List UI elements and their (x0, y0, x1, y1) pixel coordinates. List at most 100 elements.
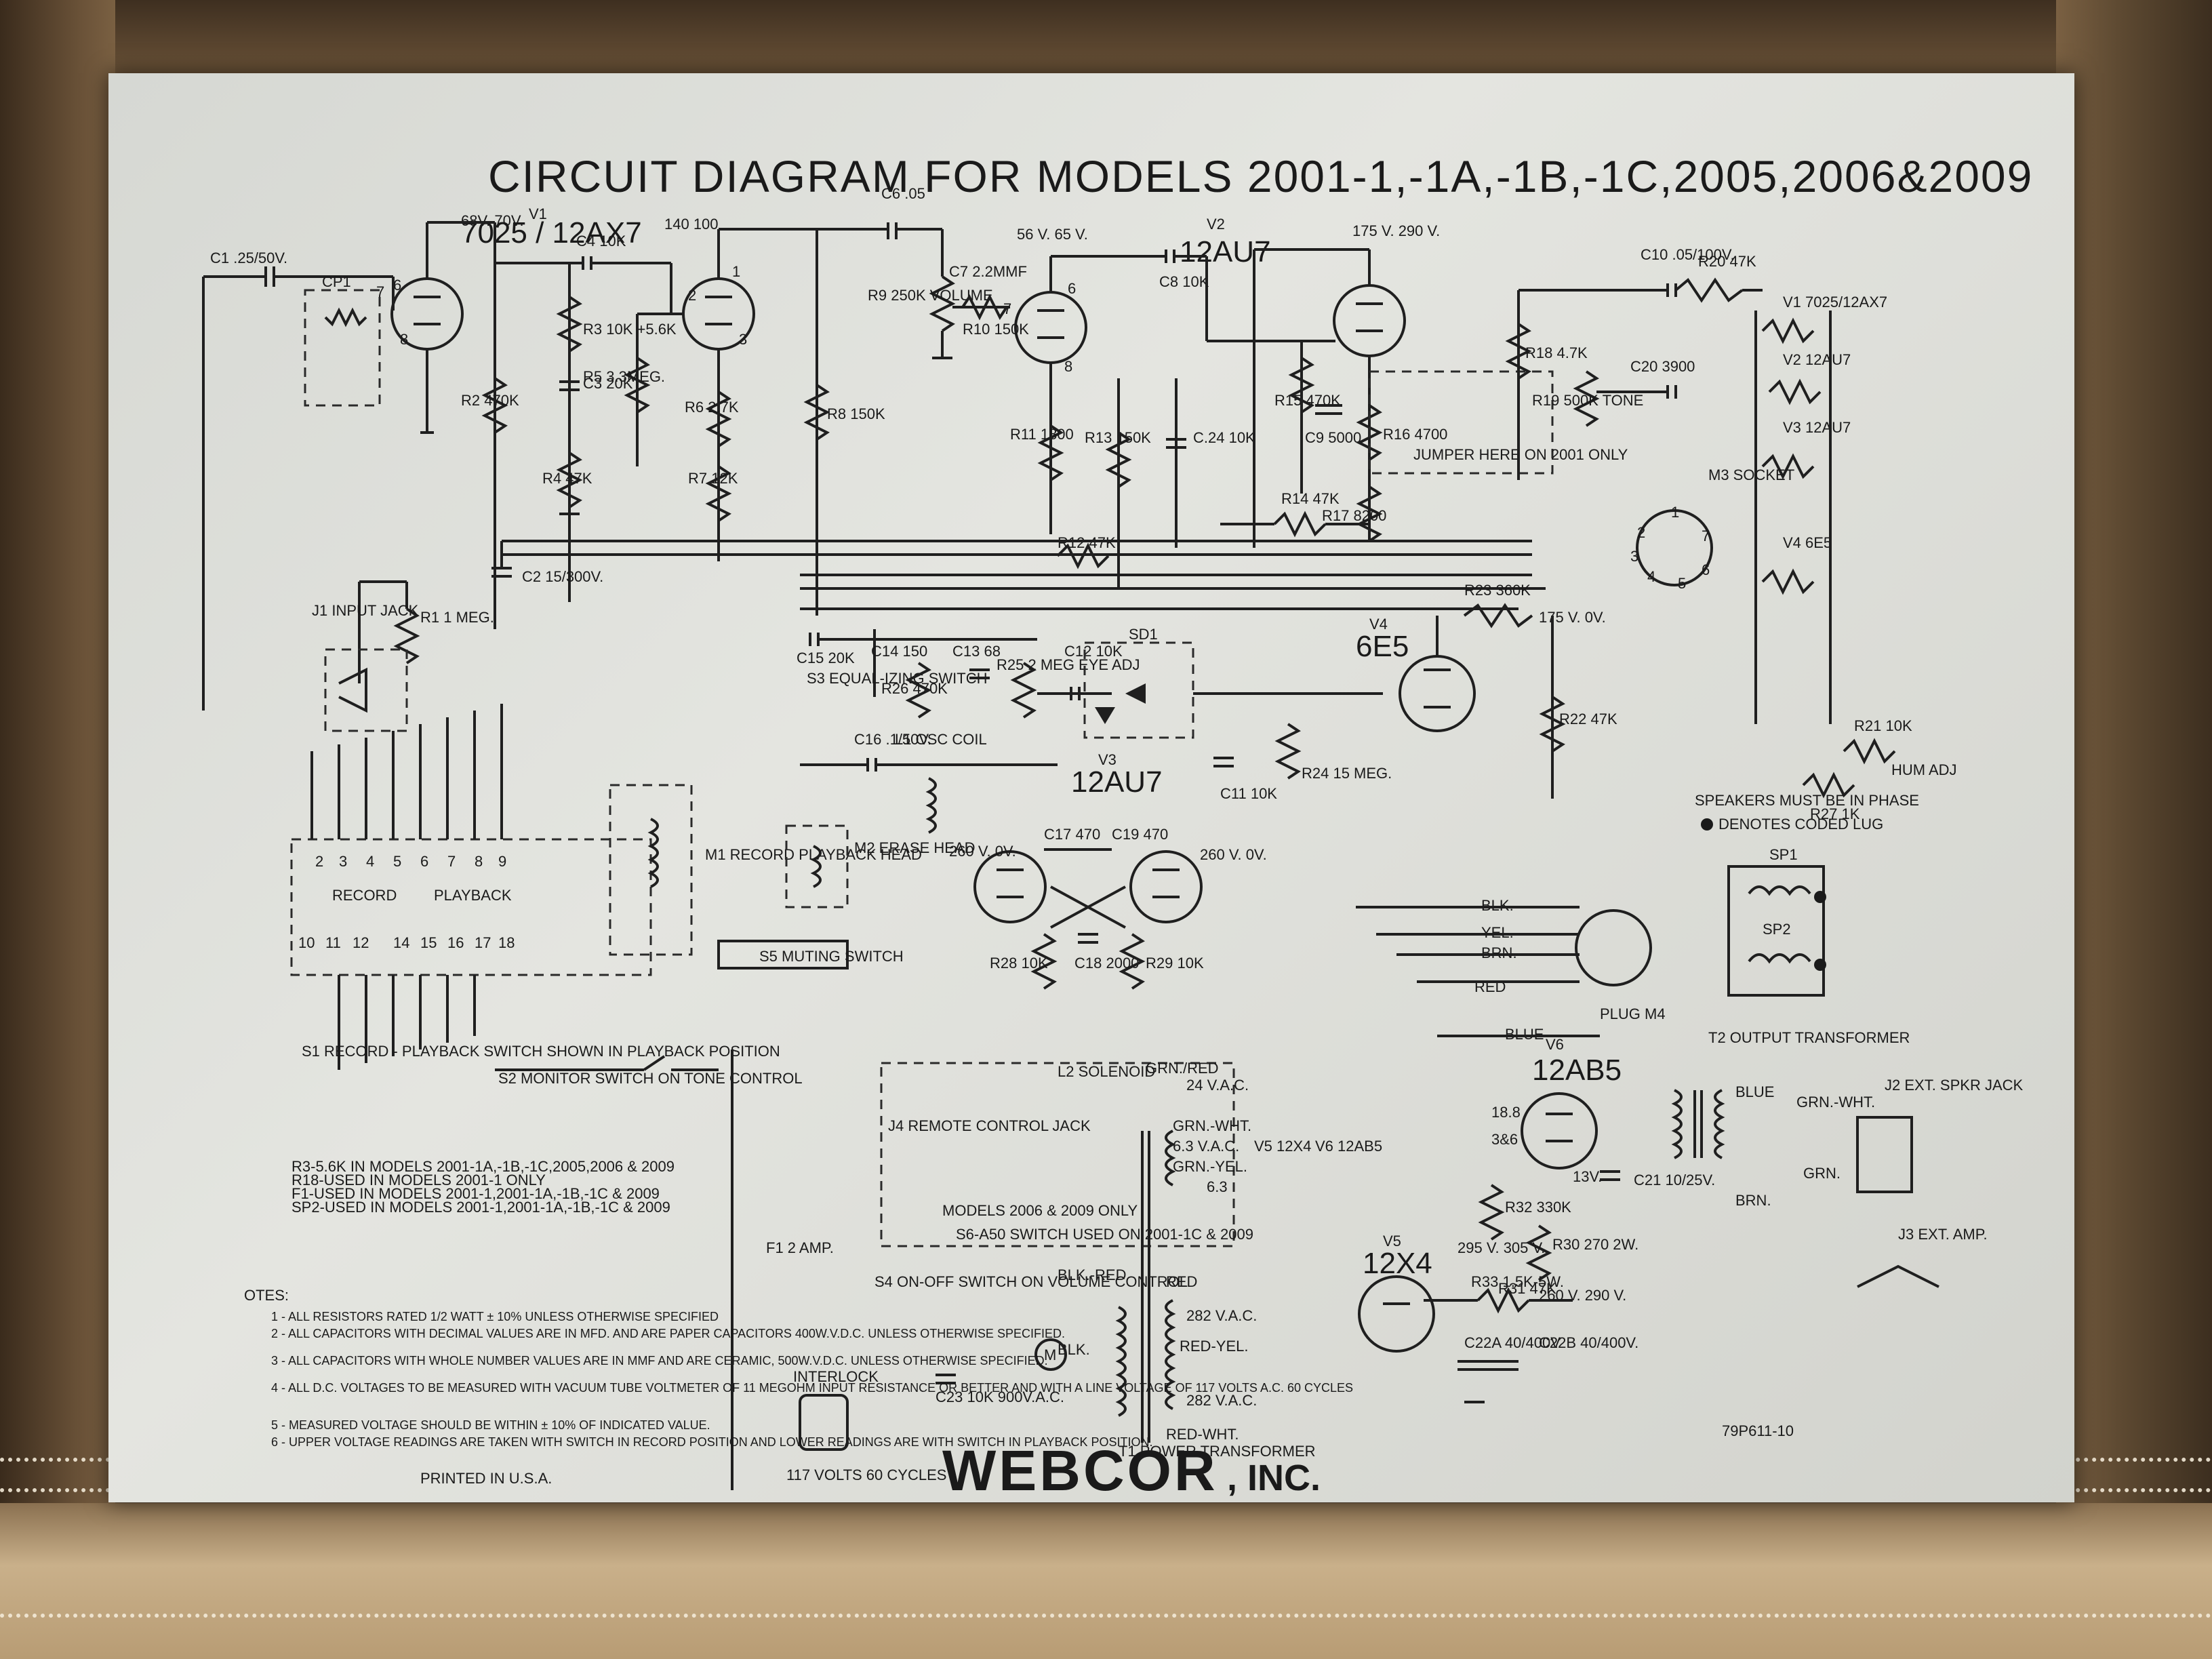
svg-text:8: 8 (1064, 358, 1072, 375)
note-5: 5 - MEASURED VOLTAGE SHOULD BE WITHIN ± … (271, 1418, 710, 1432)
r23-label: R23 360K (1464, 582, 1531, 599)
c11-label: C11 10K (1220, 785, 1277, 802)
vac282a-label: 282 V.A.C. (1186, 1307, 1257, 1324)
wire-brn-2: BRN. (1735, 1192, 1771, 1209)
c10-label: C10 .05/100V. (1641, 246, 1735, 263)
r10-label: R10 150K (963, 321, 1029, 338)
s5-label: S5 MUTING SWITCH (759, 948, 904, 965)
svg-text:2: 2 (688, 287, 696, 304)
ps-red-yel: RED-YEL. (1180, 1338, 1248, 1355)
r5-label: R5 3.3MEG. (583, 368, 665, 385)
v2b-plate-voltage: 175 V. 290 V. (1352, 222, 1440, 239)
models-only-label: MODELS 2006 & 2009 ONLY (942, 1202, 1138, 1219)
jumper-label: JUMPER HERE ON 2001 ONLY (1413, 446, 1628, 463)
coded-lug-note: DENOTES CODED LUG (1718, 816, 1883, 833)
svg-text:6: 6 (393, 277, 401, 294)
wire-brn: BRN. (1481, 944, 1517, 961)
footnote-3: F1-USED IN MODELS 2001-1,2001-1A,-1B,-1C… (291, 1185, 660, 1202)
svg-text:11: 11 (325, 934, 341, 951)
m3-socket-symbol (1636, 509, 1713, 586)
v1-plate-voltage: 68V. 70V. (461, 212, 524, 229)
v3a-tube-symbol (973, 850, 1047, 923)
cp1-box (304, 289, 381, 407)
c23-label: C23 10K 900V.A.C. (936, 1388, 1064, 1405)
svg-text:V6: V6 (1546, 1036, 1564, 1053)
note-3: 3 - ALL CAPACITORS WITH WHOLE NUMBER VAL… (271, 1354, 1048, 1367)
vac282b-label: 282 V.A.C. (1186, 1392, 1257, 1409)
c21-label: C21 10/25V. (1634, 1172, 1715, 1188)
wire-blk: BLK. (1481, 897, 1514, 914)
vac24-label: 24 V.A.C. (1186, 1077, 1249, 1094)
footnote-4: SP2-USED IN MODELS 2001-1,2001-1A,-1B,-1… (291, 1199, 670, 1216)
sp2-label: SP2 (1763, 921, 1791, 938)
s1-playback-label: PLAYBACK (434, 887, 512, 904)
v4-type: 6E5 (1356, 630, 1409, 663)
interlock-label: INTERLOCK (793, 1368, 879, 1385)
m2-head-box (785, 824, 849, 908)
svg-text:4: 4 (1647, 568, 1655, 585)
s1-switch-box (290, 838, 652, 976)
svg-text:6: 6 (1702, 561, 1710, 578)
svg-text:6: 6 (420, 853, 428, 870)
heater-v4: V4 6E5 (1783, 534, 1832, 551)
wood-background-bottom (0, 1503, 2212, 1659)
ps-red-wht: RED-WHT. (1166, 1426, 1239, 1443)
c13-label: C13 68 (952, 643, 1001, 660)
vac63-label: 6.3 V.A.C. (1173, 1138, 1239, 1155)
j3-label: J3 EXT. AMP. (1898, 1226, 1988, 1243)
wire-grn-wht: GRN.-WHT. (1796, 1094, 1875, 1111)
svg-text:7: 7 (1702, 527, 1710, 544)
svg-text:14: 14 (393, 934, 409, 951)
heater-v2: V2 12AU7 (1783, 351, 1851, 368)
svg-text:V5: V5 (1383, 1233, 1401, 1250)
r29-label: R29 10K (1146, 955, 1204, 972)
v6-tube-symbol (1521, 1092, 1598, 1170)
schematic-sheet: CIRCUIT DIAGRAM FOR MODELS 2001-1,-1A,-1… (108, 73, 2074, 1502)
v2-plate-voltage: 56 V. 65 V. (1017, 226, 1088, 243)
svg-text:V1: V1 (529, 205, 547, 222)
svg-text:12: 12 (353, 934, 369, 951)
svg-text:2: 2 (315, 853, 323, 870)
c17-label: C17 470 (1044, 826, 1100, 843)
svg-text:7: 7 (1003, 300, 1011, 317)
r7-label: R7 12K (688, 470, 738, 487)
r19-label: R19 500K TONE (1532, 392, 1643, 409)
hum-label: HUM ADJ (1891, 761, 1957, 778)
c22a-label: C22A 40/400V (1464, 1334, 1561, 1351)
svg-text:1: 1 (732, 263, 740, 280)
footnote-1: R3-5.6K IN MODELS 2001-1A,-1B,-1C,2005,2… (291, 1158, 675, 1175)
j4-label: J4 REMOTE CONTROL JACK (888, 1117, 1091, 1134)
note-2: 2 - ALL CAPACITORS WITH DECIMAL VALUES A… (271, 1327, 1065, 1340)
c20-label: C20 3900 (1630, 358, 1695, 375)
m3-label: M3 SOCKET (1708, 466, 1794, 483)
r17-label: R17 8200 (1322, 507, 1386, 524)
c4-label: C4 10K (576, 233, 626, 249)
c15-label: C15 20K (797, 649, 855, 666)
diagram-title: CIRCUIT DIAGRAM FOR MODELS 2001-1,-1A,-1… (488, 151, 2033, 201)
r12-label: R12 47K (1058, 534, 1116, 551)
svg-text:2: 2 (1637, 524, 1645, 541)
v3b-tube-symbol (1129, 850, 1203, 923)
c3-label: C3 20K (583, 375, 633, 392)
svg-text:6: 6 (1068, 280, 1076, 297)
c8-label: C8 10K (1159, 273, 1209, 290)
svg-text:1: 1 (1671, 504, 1679, 521)
v5-tube-symbol (1358, 1275, 1435, 1353)
r28-label: R28 10K (990, 955, 1048, 972)
drawing-code: 79P611-10 (1722, 1422, 1794, 1439)
svg-text:17: 17 (475, 934, 491, 951)
ps-grn-yel: GRN.-YEL. (1173, 1158, 1247, 1175)
svg-text:10: 10 (298, 934, 315, 951)
r20-label: R20 47K (1698, 253, 1756, 270)
c14-label: C14 150 (871, 643, 927, 660)
r22-label: R22 47K (1559, 711, 1617, 727)
m4-plug-symbol (1575, 909, 1652, 986)
v3-type: 12AU7 (1071, 765, 1163, 799)
c2-label: C2 15/300V. (522, 568, 603, 585)
svg-text:3: 3 (339, 853, 347, 870)
ps-v6-heater: V6 12AB5 (1315, 1138, 1382, 1155)
speakers-phase-note: SPEAKERS MUST BE IN PHASE (1695, 792, 1919, 809)
r26-label: R26 470K (881, 680, 948, 697)
c6-label: C6 .05 (881, 185, 925, 202)
